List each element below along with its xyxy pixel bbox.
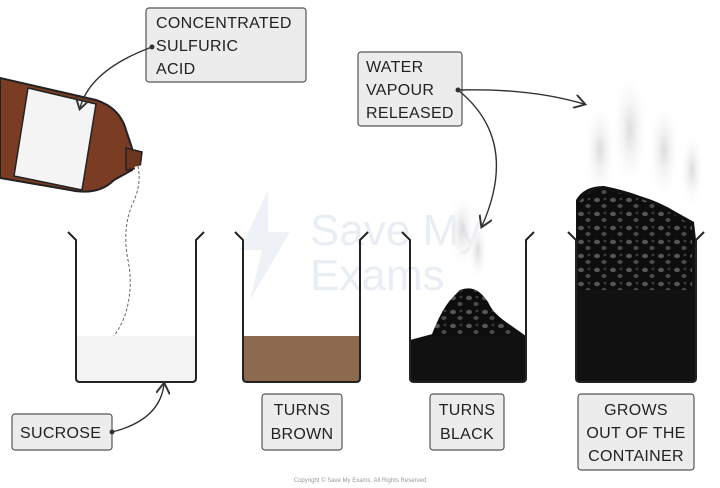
- acid-stream-outline: [111, 165, 140, 339]
- beaker-grows: [567, 70, 705, 383]
- label-acid-line-2: SULFURIC: [156, 38, 238, 55]
- label-acid: CONCENTRATED SULFURIC ACID: [80, 7, 307, 108]
- steam-3b: [468, 218, 488, 282]
- label-sucrose-text: SUCROSE: [20, 425, 101, 442]
- steam-4b: [612, 70, 648, 190]
- label-vapour-line-1: WATER: [366, 59, 424, 76]
- copyright-notice: Copyright © Save My Exams. All Rights Re…: [294, 477, 426, 484]
- label-black: TURNS BLACK: [429, 393, 505, 451]
- label-grows-line-3: CONTAINER: [588, 448, 684, 465]
- label-acid-line-3: ACID: [156, 61, 195, 78]
- brown-liquid: [243, 336, 360, 382]
- beaker-sucrose: [67, 231, 205, 383]
- label-black-line-2: BLACK: [440, 426, 494, 443]
- label-brown: TURNS BROWN: [261, 393, 343, 451]
- label-sucrose: SUCROSE: [11, 384, 164, 451]
- acid-stream: [109, 165, 143, 341]
- watermark-line-2: Exams: [310, 251, 444, 300]
- bottle-label: [13, 87, 97, 191]
- arrow-sucrose: [111, 384, 164, 433]
- arrow-vapour-right: [457, 89, 584, 104]
- steam-4c: [648, 100, 680, 200]
- acid-bottle: [0, 76, 143, 193]
- sucrose-contents: [76, 336, 196, 382]
- label-acid-line-1: CONCENTRATED: [156, 15, 292, 32]
- beaker-brown: [234, 231, 369, 383]
- watermark-bolt-icon: [240, 190, 290, 300]
- label-brown-line-1: TURNS: [274, 402, 331, 419]
- steam-4d: [680, 130, 704, 210]
- label-grows-line-1: GROWS: [604, 402, 668, 419]
- label-vapour-line-3: RELEASED: [366, 105, 454, 122]
- arrow-vapour-down: [457, 89, 498, 226]
- beaker-black: [401, 190, 535, 383]
- steam-4a: [584, 100, 616, 200]
- arrow-acid: [80, 46, 153, 108]
- label-grows-line-2: OUT OF THE: [586, 425, 685, 442]
- label-black-line-1: TURNS: [439, 402, 496, 419]
- grows-porous-top: [578, 190, 692, 290]
- label-vapour: WATER VAPOUR RELEASED: [357, 51, 584, 226]
- label-brown-line-2: BROWN: [271, 426, 334, 443]
- label-vapour-line-2: VAPOUR: [366, 82, 434, 99]
- black-carbon-mound: [432, 289, 512, 336]
- label-grows: GROWS OUT OF THE CONTAINER: [577, 393, 695, 471]
